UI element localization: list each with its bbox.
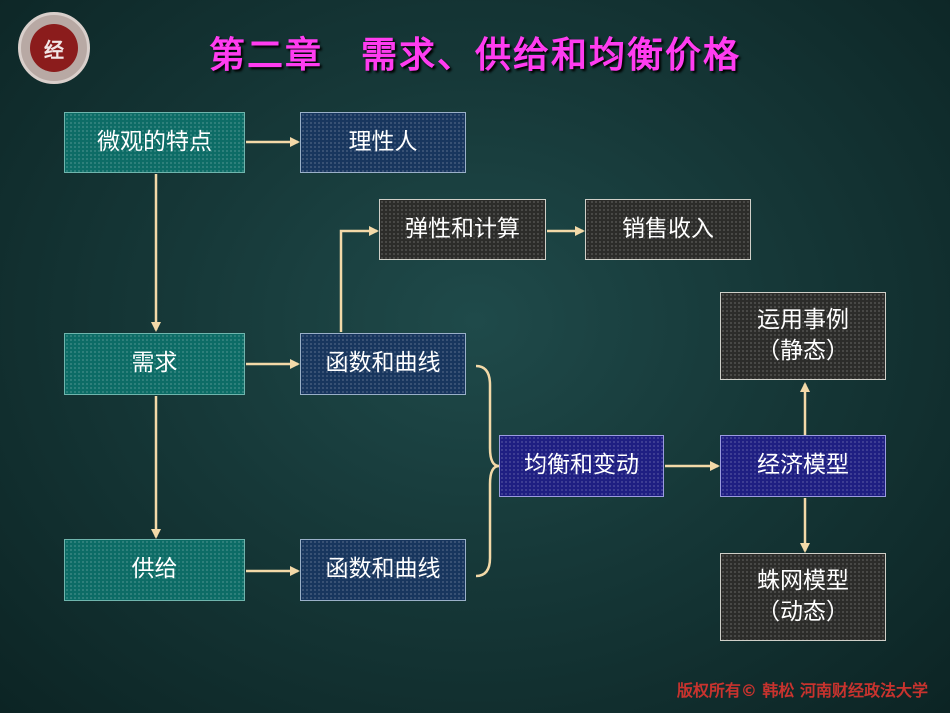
node-label-line2: （动态） xyxy=(757,599,849,625)
node-demand-function: 函数和曲线 xyxy=(300,333,466,395)
node-label: 弹性和计算 xyxy=(405,215,520,242)
logo-emblem: 经 xyxy=(30,24,78,72)
node-label-line1: 运用事例 xyxy=(757,306,849,333)
node-elasticity-calc: 弹性和计算 xyxy=(379,199,546,260)
node-label: 均衡和变动 xyxy=(524,452,639,479)
arrow-function-to-elasticity xyxy=(339,226,379,332)
node-demand: 需求 xyxy=(64,333,245,395)
node-label: 需求 xyxy=(131,350,178,377)
node-label: 理性人 xyxy=(348,128,418,155)
node-label: 经济模型 xyxy=(757,452,849,479)
node-equilibrium: 均衡和变动 xyxy=(499,435,664,497)
node-label-line1: 蛛网模型 xyxy=(757,567,849,594)
node-applied-cases: 运用事例 （静态） xyxy=(720,292,886,380)
node-supply: 供给 xyxy=(64,539,245,601)
node-supply-function: 函数和曲线 xyxy=(300,539,466,601)
node-micro-features: 微观的特点 xyxy=(64,112,245,173)
university-logo: 经 xyxy=(18,12,90,84)
node-rational-person: 理性人 xyxy=(300,112,466,173)
node-label-line2: （静态） xyxy=(757,338,849,364)
node-label: 函数和曲线 xyxy=(325,556,441,583)
node-cobweb-model: 蛛网模型 （动态） xyxy=(720,553,886,641)
node-label: 函数和曲线 xyxy=(325,350,441,377)
copyright-footer: 版权所有© 韩松 河南财经政法大学 xyxy=(676,681,928,700)
node-economic-model: 经济模型 xyxy=(720,435,886,497)
slide-title: 第二章 需求、供给和均衡价格 xyxy=(208,35,741,76)
node-sales-revenue: 销售收入 xyxy=(585,199,751,260)
node-label: 微观的特点 xyxy=(97,128,212,155)
node-label: 供给 xyxy=(131,556,178,583)
brace-connector xyxy=(475,364,500,578)
node-label: 销售收入 xyxy=(622,215,714,242)
